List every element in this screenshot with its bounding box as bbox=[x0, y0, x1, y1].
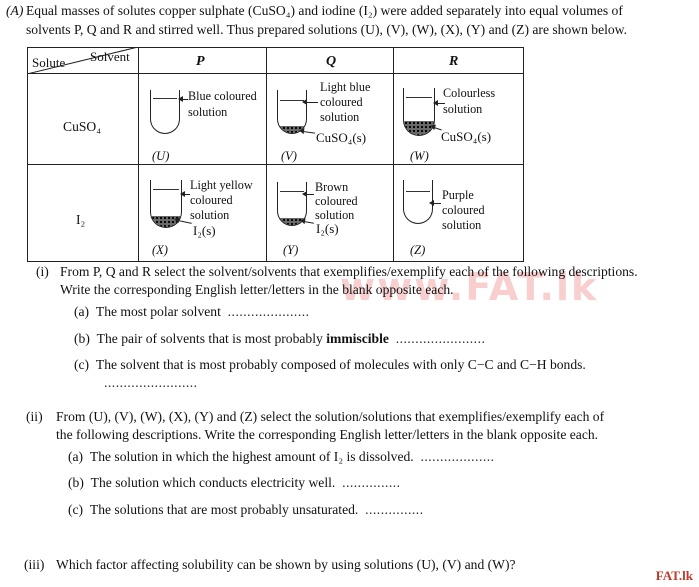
row-solute-cuso4: CuSO₄ bbox=[63, 119, 101, 134]
part-ii-c: (c) The solutions that are most probably… bbox=[68, 502, 424, 517]
solution-id-w: (W) bbox=[410, 149, 429, 163]
corner-diagonal bbox=[27, 47, 139, 74]
corner-solvent: Solvent bbox=[90, 49, 130, 64]
column-header-r: R bbox=[449, 54, 459, 69]
part-ii-line-1: From (U), (V), (W), (X), (Y) and (Z) sel… bbox=[56, 409, 605, 424]
test-tube-y bbox=[277, 182, 307, 226]
part-ii-b: (b) The solution which conducts electric… bbox=[68, 475, 401, 490]
part-iii-text: Which factor affecting solubility can be… bbox=[56, 557, 516, 572]
solution-id-z: (Z) bbox=[410, 243, 426, 257]
corner-solute: Solute bbox=[32, 55, 66, 70]
intro-line-1: Equal masses of solutes copper sulphate … bbox=[26, 3, 623, 18]
test-tube-u bbox=[150, 90, 180, 134]
answer-blank[interactable]: ..................... bbox=[227, 304, 310, 319]
part-i-number: (i) bbox=[36, 264, 49, 279]
answer-blank[interactable]: ............... bbox=[365, 502, 424, 517]
part-i-c: (c) The solvent that is most probably co… bbox=[74, 357, 586, 372]
solution-id-u: (U) bbox=[152, 149, 170, 163]
intro-line-2: solvents P, Q and R and stirred well. Th… bbox=[26, 22, 628, 37]
part-iii-number: (iii) bbox=[24, 557, 45, 572]
column-header-q: Q bbox=[326, 54, 337, 69]
row-solute-iodine: I₂ bbox=[76, 212, 86, 227]
answer-blank[interactable]: ....................... bbox=[395, 331, 486, 346]
part-ii-a: (a) The solution in which the highest am… bbox=[68, 449, 495, 464]
question-label: (A) bbox=[6, 3, 24, 18]
part-i-b: (b) The pair of solvents that is most pr… bbox=[74, 331, 486, 346]
solution-id-v: (V) bbox=[281, 149, 297, 163]
answer-blank[interactable]: ................... bbox=[420, 449, 495, 464]
part-i-a: (a) The most polar solvent .............… bbox=[74, 304, 310, 319]
test-tube-v bbox=[277, 90, 307, 134]
answer-blank[interactable]: ............... bbox=[342, 475, 401, 490]
brand-logo: FAT.lk bbox=[655, 568, 693, 583]
column-header-p: P bbox=[196, 54, 205, 69]
test-tube-x bbox=[150, 180, 182, 228]
solution-id-x: (X) bbox=[152, 243, 168, 257]
part-i-line-1: From P, Q and R select the solvent/solve… bbox=[60, 264, 638, 279]
part-i-line-2: Write the corresponding English letter/l… bbox=[60, 282, 454, 297]
test-tube-w bbox=[403, 88, 435, 136]
part-ii-line-2: the following descriptions. Write the co… bbox=[56, 427, 599, 442]
answer-blank[interactable]: ........................ bbox=[104, 375, 198, 390]
part-ii-number: (ii) bbox=[26, 409, 43, 424]
solution-id-y: (Y) bbox=[283, 243, 299, 257]
